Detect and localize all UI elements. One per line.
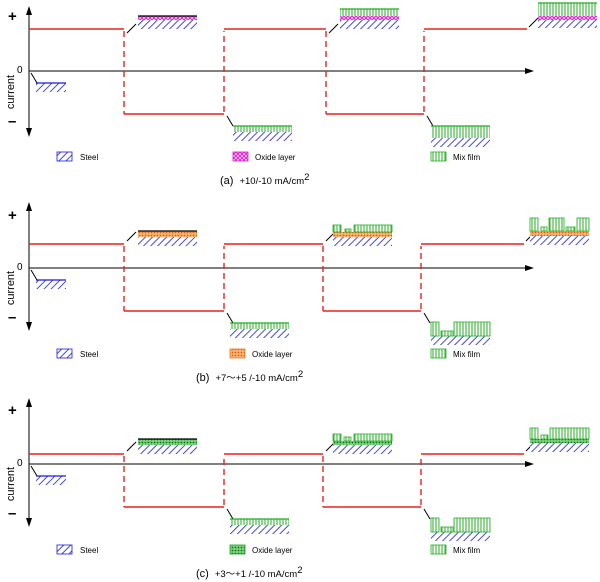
plus-sign: + [8, 402, 17, 419]
mix-swatch [430, 151, 447, 162]
mix-swatch [430, 348, 447, 359]
legend: Steel Oxide layer Mix film [56, 348, 480, 359]
minus-sign: – [8, 309, 16, 326]
current-waveform [29, 453, 524, 508]
film-stack-initial [36, 279, 66, 289]
film-stack-cathodic-2 [430, 321, 491, 345]
film-stack-anodic-2 [332, 224, 393, 246]
steel-swatch [56, 151, 73, 162]
mix-legend-label: Mix film [453, 350, 480, 359]
panel-a: + – 0 current [5, 2, 597, 187]
zero-label: 0 [17, 458, 23, 469]
film-stack-cathodic-1 [233, 125, 292, 141]
film-stack-cathodic-2 [430, 517, 491, 541]
oxide-swatch [229, 348, 246, 359]
film-stack-cathodic-1 [230, 518, 289, 534]
plus-sign: + [8, 8, 17, 25]
panel-caption: (b)+7～+5 /-10 mA/cm2 [196, 369, 303, 384]
film-stack-cathodic-1 [230, 322, 289, 338]
leader-lines [30, 17, 539, 127]
minus-sign: – [8, 505, 16, 522]
film-stack-anodic-3 [538, 2, 597, 28]
minus-sign: – [8, 113, 16, 130]
current-waveform [29, 28, 527, 115]
film-stack-anodic-2 [332, 433, 393, 454]
leader-lines [30, 231, 536, 324]
y-axis-arrow-down [26, 518, 32, 527]
steel-swatch [56, 348, 73, 359]
panel-c: + – 0 current [5, 398, 590, 580]
film-stack-initial [36, 475, 66, 485]
legend: Steel Oxide layer Mix film [56, 544, 480, 555]
zero-label: 0 [17, 262, 23, 273]
steel-swatch [56, 544, 73, 555]
steel-legend-label: Steel [80, 350, 98, 359]
oxide-legend-label: Oxide layer [252, 546, 293, 555]
y-axis-label: current [5, 75, 17, 109]
x-axis-arrow [525, 461, 534, 467]
oxide-swatch [229, 544, 246, 555]
oxide-swatch [232, 151, 249, 162]
film-stack-initial [36, 82, 66, 92]
panel-b: + – 0 current [5, 202, 590, 384]
film-stack-anodic-2 [340, 8, 399, 29]
oxide-legend-label: Oxide layer [255, 153, 296, 162]
mix-legend-label: Mix film [453, 546, 480, 555]
y-axis-label: current [5, 467, 17, 501]
y-axis-arrow-up [26, 202, 32, 211]
film-stack-anodic-1 [138, 230, 197, 246]
film-stack-anodic-1 [138, 15, 197, 29]
y-axis-arrow-up [26, 6, 32, 15]
x-axis-arrow [525, 68, 534, 74]
panel-caption: (c)+3～+1 /-10 mA/cm2 [196, 565, 303, 580]
x-axis-arrow [525, 265, 534, 271]
y-axis-arrow-up [26, 398, 32, 407]
mix-legend-label: Mix film [453, 153, 480, 162]
mix-swatch [430, 544, 447, 555]
panel-caption: (a)+10/-10 mA/cm2 [220, 172, 309, 187]
film-stack-anodic-1 [138, 438, 197, 454]
y-axis-arrow-down [26, 322, 32, 331]
plus-sign: + [8, 207, 17, 224]
steel-legend-label: Steel [80, 153, 98, 162]
film-stack-cathodic-2 [431, 125, 490, 147]
film-stack-anodic-3 [529, 427, 590, 452]
zero-label: 0 [17, 65, 23, 76]
film-stack-anodic-3 [529, 217, 590, 245]
legend: Steel Oxide layer Mix film [56, 151, 480, 162]
oxide-legend-label: Oxide layer [252, 350, 293, 359]
y-axis-arrow-down [26, 128, 32, 137]
steel-legend-label: Steel [80, 546, 98, 555]
current-waveform [29, 243, 524, 312]
y-axis-label: current [5, 271, 17, 305]
